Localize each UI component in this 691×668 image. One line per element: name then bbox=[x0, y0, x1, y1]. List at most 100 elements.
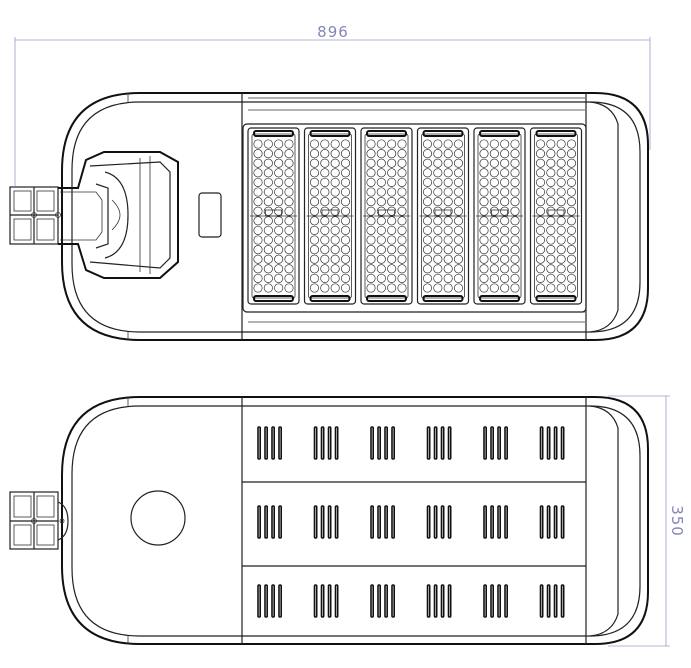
led-lens bbox=[566, 206, 577, 216]
led-lens bbox=[397, 158, 407, 168]
led-lens bbox=[535, 168, 546, 178]
led-lens bbox=[330, 264, 340, 274]
led-lens bbox=[387, 216, 397, 226]
led-lens bbox=[253, 187, 263, 197]
led-lens bbox=[422, 216, 433, 226]
led-lens bbox=[453, 273, 464, 283]
vent-group bbox=[370, 426, 396, 460]
led-lens bbox=[387, 168, 397, 178]
led-lens bbox=[556, 149, 566, 159]
vent-slot bbox=[447, 584, 452, 618]
led-lens bbox=[433, 283, 443, 293]
pole-adapter-bottom bbox=[9, 491, 69, 550]
led-lens bbox=[546, 168, 556, 178]
vent-slot bbox=[426, 426, 431, 460]
led-lens bbox=[263, 139, 273, 149]
led-lens bbox=[510, 149, 520, 159]
led-lens bbox=[479, 158, 489, 168]
led-lens bbox=[376, 235, 386, 245]
led-lens bbox=[387, 264, 397, 274]
vent-slot bbox=[546, 505, 551, 539]
vent-slot bbox=[384, 426, 389, 460]
led-lens bbox=[376, 149, 386, 159]
led-lens bbox=[479, 225, 489, 235]
led-lens bbox=[453, 139, 464, 149]
vent-slot bbox=[433, 426, 438, 460]
led-lens bbox=[556, 273, 566, 283]
led-lens bbox=[309, 216, 320, 226]
vent-slot bbox=[553, 505, 558, 539]
led-lens bbox=[253, 264, 263, 274]
led-lens bbox=[366, 283, 376, 293]
led-lens bbox=[309, 197, 320, 207]
led-lens bbox=[284, 206, 294, 216]
led-lens bbox=[443, 197, 453, 207]
vent-group bbox=[426, 505, 452, 539]
led-lens bbox=[489, 225, 499, 235]
vent-slot bbox=[391, 426, 396, 460]
led-lens bbox=[397, 206, 407, 216]
led-lens bbox=[546, 149, 556, 159]
led-lens bbox=[387, 149, 397, 159]
led-lens bbox=[376, 264, 386, 274]
led-lens bbox=[320, 168, 330, 178]
led-lens bbox=[510, 158, 520, 168]
led-lens bbox=[510, 264, 520, 274]
led-lens bbox=[309, 283, 320, 293]
led-lens bbox=[366, 264, 376, 274]
vent-slot bbox=[384, 584, 389, 618]
led-lens bbox=[253, 245, 263, 255]
led-module bbox=[247, 127, 300, 305]
led-lens bbox=[366, 235, 376, 245]
led-lens bbox=[489, 283, 499, 293]
led-lens bbox=[387, 245, 397, 255]
led-lens bbox=[274, 187, 284, 197]
vent-slot bbox=[264, 505, 269, 539]
led-lens bbox=[330, 206, 340, 216]
led-lens bbox=[433, 206, 443, 216]
led-lens bbox=[320, 206, 330, 216]
led-lens bbox=[309, 273, 320, 283]
led-lens bbox=[330, 245, 340, 255]
vent-slot bbox=[278, 426, 283, 460]
led-lens bbox=[479, 283, 489, 293]
led-lens bbox=[453, 206, 464, 216]
vent-slot bbox=[391, 505, 396, 539]
led-lens bbox=[320, 254, 330, 264]
led-lens bbox=[340, 245, 351, 255]
led-lens bbox=[284, 283, 294, 293]
led-lens bbox=[489, 168, 499, 178]
vent-slot bbox=[377, 505, 382, 539]
led-lens bbox=[284, 168, 294, 178]
vent-slot bbox=[560, 426, 565, 460]
led-lens bbox=[387, 139, 397, 149]
led-lens bbox=[376, 206, 386, 216]
led-lens bbox=[366, 216, 376, 226]
led-lens bbox=[500, 216, 510, 226]
led-module bbox=[416, 127, 470, 305]
led-lens bbox=[433, 254, 443, 264]
led-lens bbox=[309, 177, 320, 187]
led-lens bbox=[284, 235, 294, 245]
led-lens bbox=[320, 264, 330, 274]
led-lens bbox=[489, 254, 499, 264]
led-lens bbox=[397, 149, 407, 159]
vent-slot bbox=[426, 584, 431, 618]
led-lens bbox=[397, 216, 407, 226]
led-lens bbox=[376, 216, 386, 226]
led-lens bbox=[366, 187, 376, 197]
top-housing-outline bbox=[61, 92, 649, 341]
vent-slot bbox=[433, 505, 438, 539]
led-lens bbox=[309, 139, 320, 149]
led-lens bbox=[284, 139, 294, 149]
led-lens bbox=[422, 264, 433, 274]
led-lens bbox=[387, 225, 397, 235]
bottom-housing-outline bbox=[61, 396, 649, 645]
led-lens bbox=[443, 177, 453, 187]
led-lens bbox=[387, 197, 397, 207]
led-lens bbox=[500, 149, 510, 159]
led-lens bbox=[546, 273, 556, 283]
vent-slot bbox=[539, 426, 544, 460]
led-lens bbox=[330, 149, 340, 159]
led-lens bbox=[489, 187, 499, 197]
